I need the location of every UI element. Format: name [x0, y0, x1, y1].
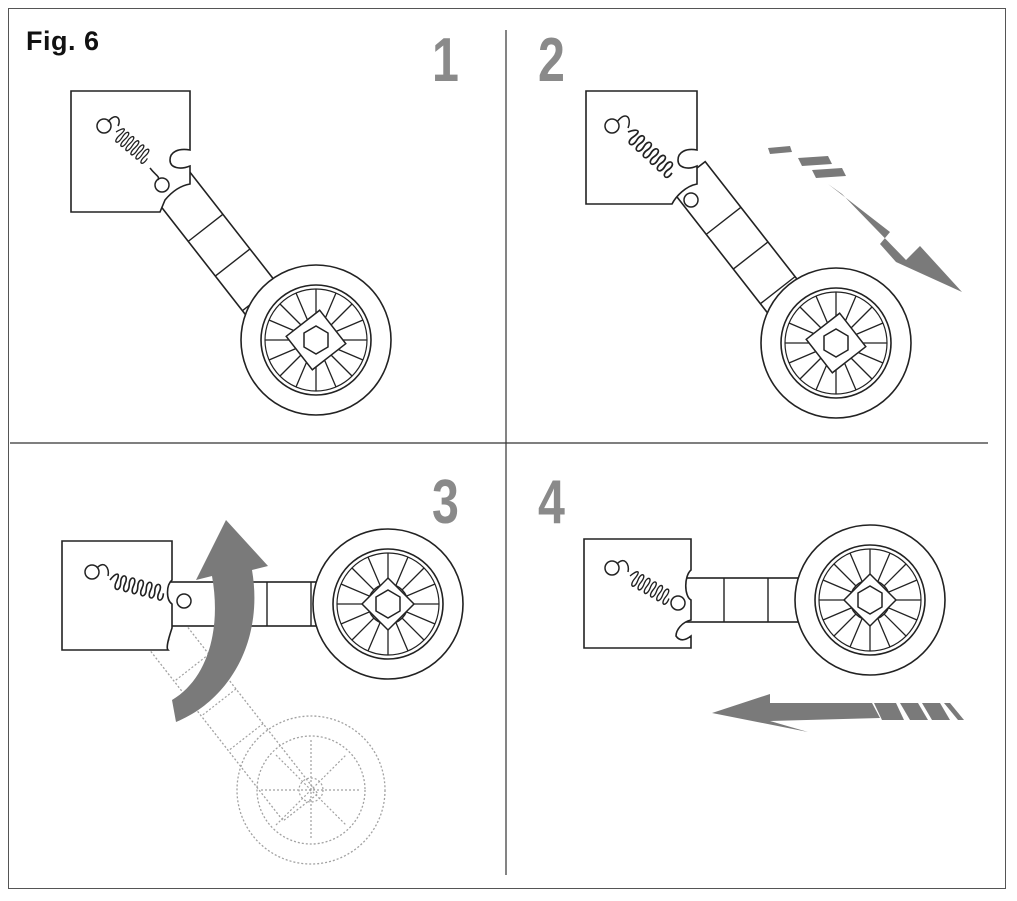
panel-3-jockey-wheel	[61, 520, 464, 865]
figure-label: Fig. 6	[26, 26, 100, 56]
panel-2-jockey-wheel	[585, 90, 962, 419]
step-number-4: 4	[538, 468, 565, 537]
panel-4-jockey-wheel	[583, 524, 964, 732]
panel-1-jockey-wheel	[70, 90, 392, 416]
step-number-2: 2	[538, 26, 565, 95]
pull-left-arrow	[712, 694, 964, 732]
step-number-1: 1	[432, 26, 459, 95]
push-down-arrow	[768, 146, 962, 292]
rotate-up-arrow	[172, 520, 268, 722]
step-number-3: 3	[432, 468, 459, 537]
figure-frame	[8, 8, 1006, 889]
